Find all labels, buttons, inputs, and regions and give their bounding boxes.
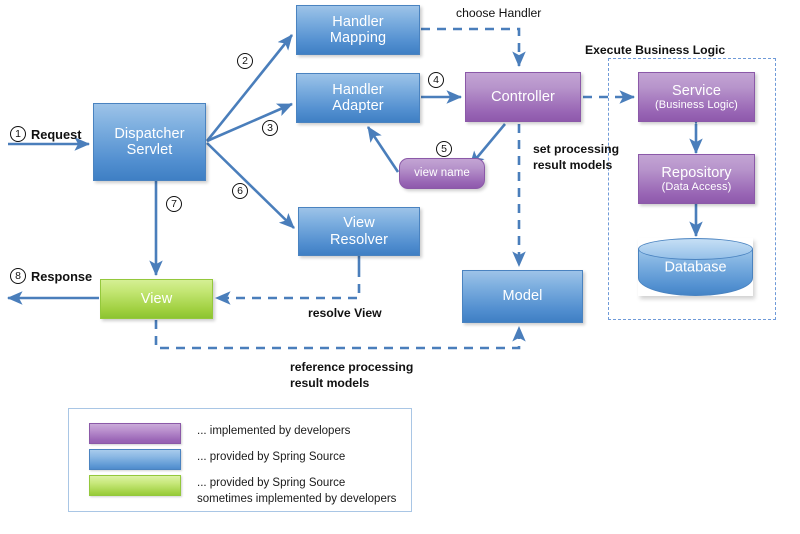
repository-label-line2: (Data Access) (661, 180, 732, 193)
arrow-resolve-view (214, 268, 361, 305)
step-4-badge: 4 (428, 72, 444, 88)
controller-label: Controller (491, 88, 555, 105)
node-view[interactable]: View (100, 279, 213, 319)
arrow-step-2 (205, 34, 294, 142)
view-resolver-label-line2: Resolver (329, 231, 388, 248)
legend-row-implemented-by-developers: ... implemented by developers (89, 423, 350, 444)
handler-adapter-label-line2: Adapter (332, 98, 384, 114)
node-view-resolver[interactable]: View Resolver (298, 207, 420, 256)
request-label: Request (31, 126, 82, 142)
legend: ... implemented by developers ... provid… (68, 408, 412, 512)
region-execute-business-logic-title: Execute Business Logic (585, 43, 726, 57)
label-set-processing-result-models: set processing result models (533, 142, 620, 173)
dispatcher-servlet-label-line1: Dispatcher (114, 125, 185, 142)
node-handler-adapter[interactable]: Handler Adapter (296, 73, 420, 123)
repository-label-line1: Repository (661, 164, 732, 181)
view-name-label: view name (414, 167, 470, 180)
handler-mapping-label-line2: Mapping (329, 30, 387, 46)
view-label: View (140, 290, 173, 307)
step-6-badge: 6 (232, 183, 248, 199)
node-repository[interactable]: Repository (Data Access) (638, 154, 755, 204)
legend-row-provided-sometimes-implemented: ... provided by Spring Source sometimes … (89, 475, 396, 508)
handler-adapter-label-line1: Handler (332, 81, 384, 98)
step-2-badge: 2 (237, 53, 253, 69)
arrow-view-name-to-handler-adapter (366, 126, 400, 173)
arrow-reference-result-models (154, 320, 526, 350)
database-label: Database (664, 259, 727, 276)
database-cylinder-top (638, 238, 753, 260)
view-resolver-label-line1: View (343, 215, 375, 232)
dispatcher-servlet-label-line2: Servlet (126, 142, 173, 158)
arrow-step-3 (206, 102, 293, 143)
step-1-request: 1 Request (10, 126, 82, 142)
step-8-badge: 8 (10, 268, 26, 284)
step-7-badge: 7 (166, 196, 182, 212)
step-1-badge: 1 (10, 126, 26, 142)
handler-mapping-label-line1: Handler (332, 13, 384, 30)
legend-label-purple: ... implemented by developers (197, 425, 351, 437)
node-model[interactable]: Model (462, 270, 583, 323)
legend-swatch-purple (89, 423, 181, 444)
node-dispatcher-servlet[interactable]: Dispatcher Servlet (93, 103, 206, 181)
node-controller[interactable]: Controller (465, 72, 581, 122)
node-view-name[interactable]: view name (399, 158, 485, 189)
service-label-line2: (Business Logic) (655, 98, 738, 111)
node-service[interactable]: Service (Business Logic) (638, 72, 755, 122)
step-8-response: 8 Response (10, 268, 92, 284)
legend-row-provided-by-spring-source: ... provided by Spring Source (89, 449, 345, 470)
label-choose-handler: choose Handler (456, 6, 542, 20)
legend-swatch-green (89, 475, 181, 496)
legend-label-green: ... provided by Spring Source sometimes … (197, 477, 397, 506)
node-database[interactable]: Database (638, 238, 753, 296)
legend-label-blue: ... provided by Spring Source (197, 451, 346, 463)
label-resolve-view: resolve View (308, 306, 382, 320)
legend-swatch-blue (89, 449, 181, 470)
arrow-choose-handler (421, 27, 526, 68)
node-handler-mapping[interactable]: Handler Mapping (296, 5, 420, 55)
arrow-step-6 (206, 142, 295, 229)
model-label: Model (502, 288, 543, 305)
response-label: Response (31, 268, 93, 284)
label-reference-processing-result-models: reference processing result models (290, 360, 414, 391)
step-5-badge: 5 (436, 141, 452, 157)
region-execute-business-logic (608, 58, 776, 320)
step-3-badge: 3 (262, 120, 278, 136)
service-label-line1: Service (671, 82, 722, 99)
